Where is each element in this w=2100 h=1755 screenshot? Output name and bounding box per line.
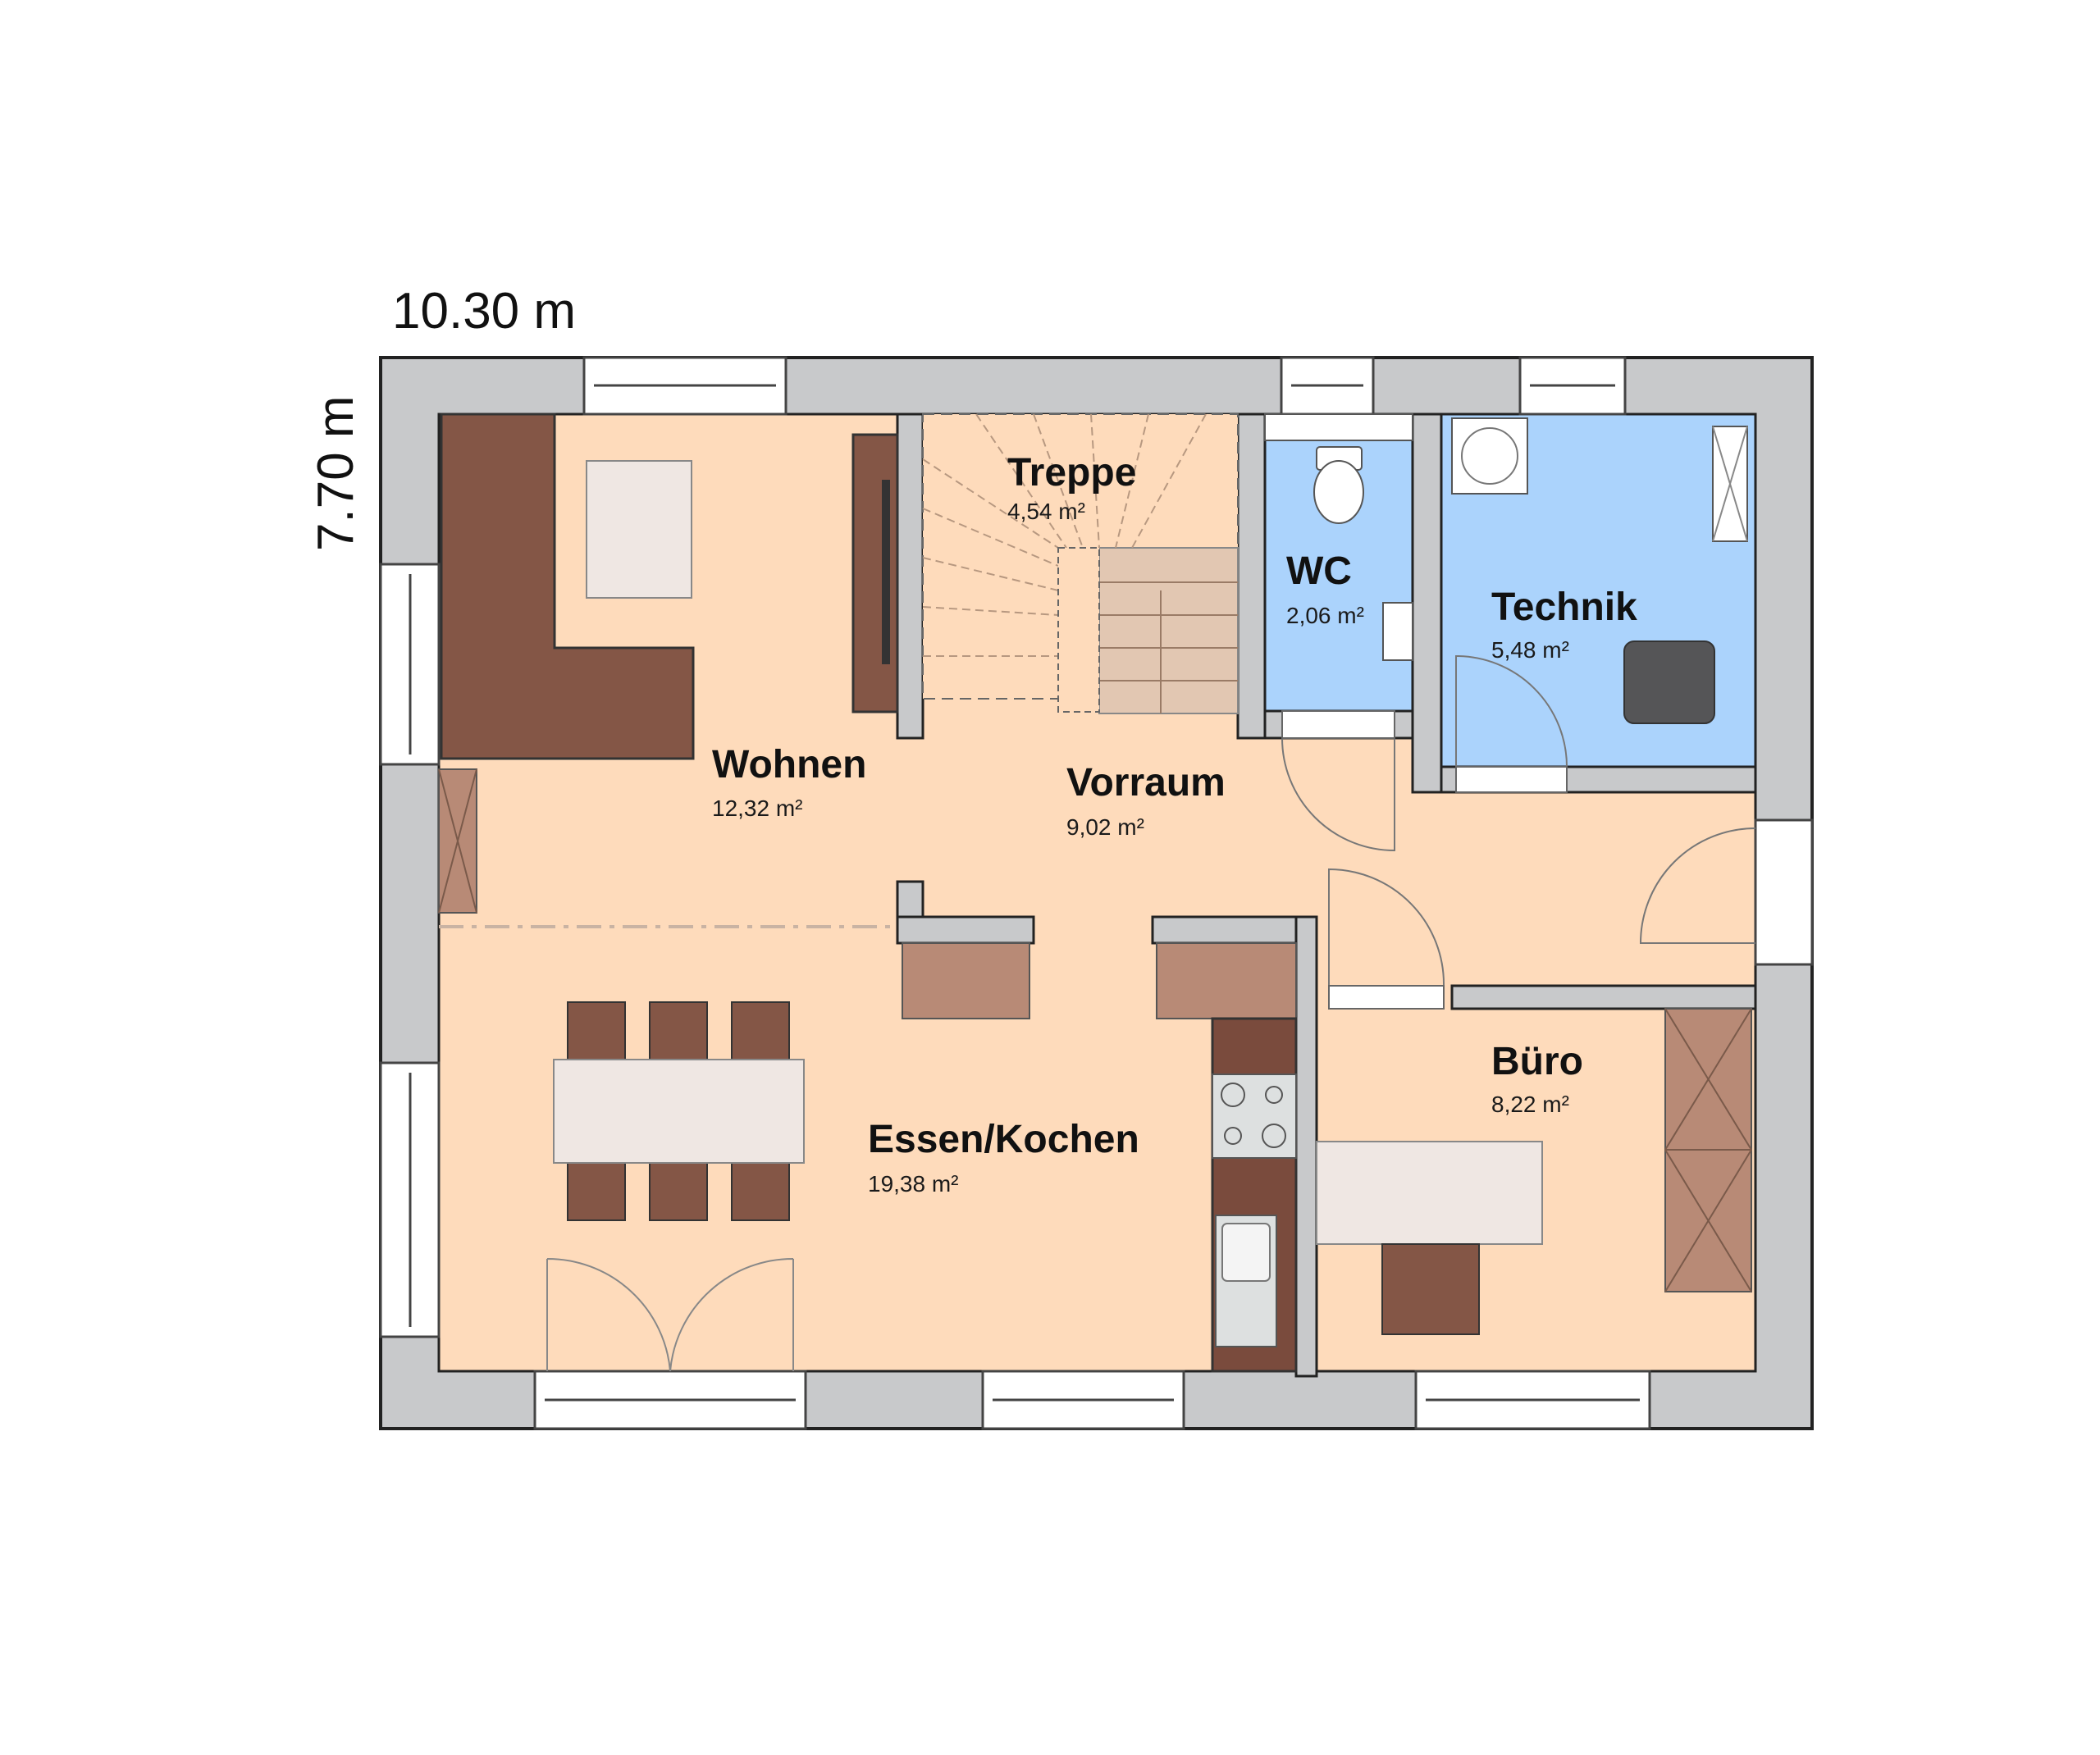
patio-door-right [669, 1257, 794, 1372]
room-area-wc: 2,06 m² [1286, 603, 1364, 628]
room-area-technik: 5,48 m² [1491, 637, 1569, 663]
dimension-height: 7.70 m [308, 395, 364, 551]
wall-buero-top [1450, 984, 1757, 1010]
patio-door-left [546, 1257, 671, 1372]
room-area-essen: 19,38 m² [868, 1171, 959, 1197]
room-area-vorraum: 9,02 m² [1066, 814, 1144, 840]
room-name-buero: Büro [1491, 1040, 1583, 1083]
buero-desk [1316, 1141, 1543, 1245]
tv-sideboard [851, 433, 899, 713]
room-name-treppe: Treppe [1007, 451, 1136, 495]
coffee-table [586, 460, 692, 599]
dimension-width: 10.30 m [392, 283, 576, 340]
wall-kitchen-top [1151, 915, 1318, 945]
room-area-buero: 8,22 m² [1491, 1092, 1569, 1117]
room-name-vorraum: Vorraum [1066, 761, 1226, 805]
wall-kitchen-buero [1294, 915, 1318, 1378]
wall-treppe-wc [1236, 413, 1267, 740]
technik-washer [1451, 417, 1528, 495]
room-name-wc: WC [1286, 549, 1352, 593]
wc-basin [1382, 602, 1413, 661]
buero-chair [1381, 1243, 1480, 1335]
room-area-treppe: 4,54 m² [1007, 499, 1085, 524]
buero-door [1328, 868, 1445, 987]
technik-boiler [1623, 640, 1715, 724]
technik-door [1455, 654, 1568, 768]
room-name-technik: Technik [1491, 586, 1637, 629]
sofa [440, 413, 695, 760]
room-name-wohnen: Wohnen [712, 743, 866, 786]
room-area-wohnen: 12,32 m² [712, 795, 803, 821]
wall-wohnen-treppe [896, 413, 924, 740]
staircase [922, 413, 1239, 714]
counter-left [902, 942, 1030, 1019]
dining-chairs [567, 1001, 790, 1221]
wall-wc-technik [1411, 413, 1443, 794]
wc-cistern [1264, 413, 1413, 441]
wall-wohnen-stub-h [896, 915, 1035, 945]
cooktop-burners [1221, 1083, 1286, 1148]
tv [882, 480, 890, 664]
entrance-opening [1754, 818, 1814, 966]
windows [379, 356, 1814, 1430]
counter-right [1156, 942, 1297, 1019]
entrance-door [1639, 827, 1756, 944]
room-name-essen: Essen/Kochen [868, 1118, 1139, 1161]
wc-toilet [1313, 460, 1364, 524]
dining-table [553, 1059, 805, 1164]
